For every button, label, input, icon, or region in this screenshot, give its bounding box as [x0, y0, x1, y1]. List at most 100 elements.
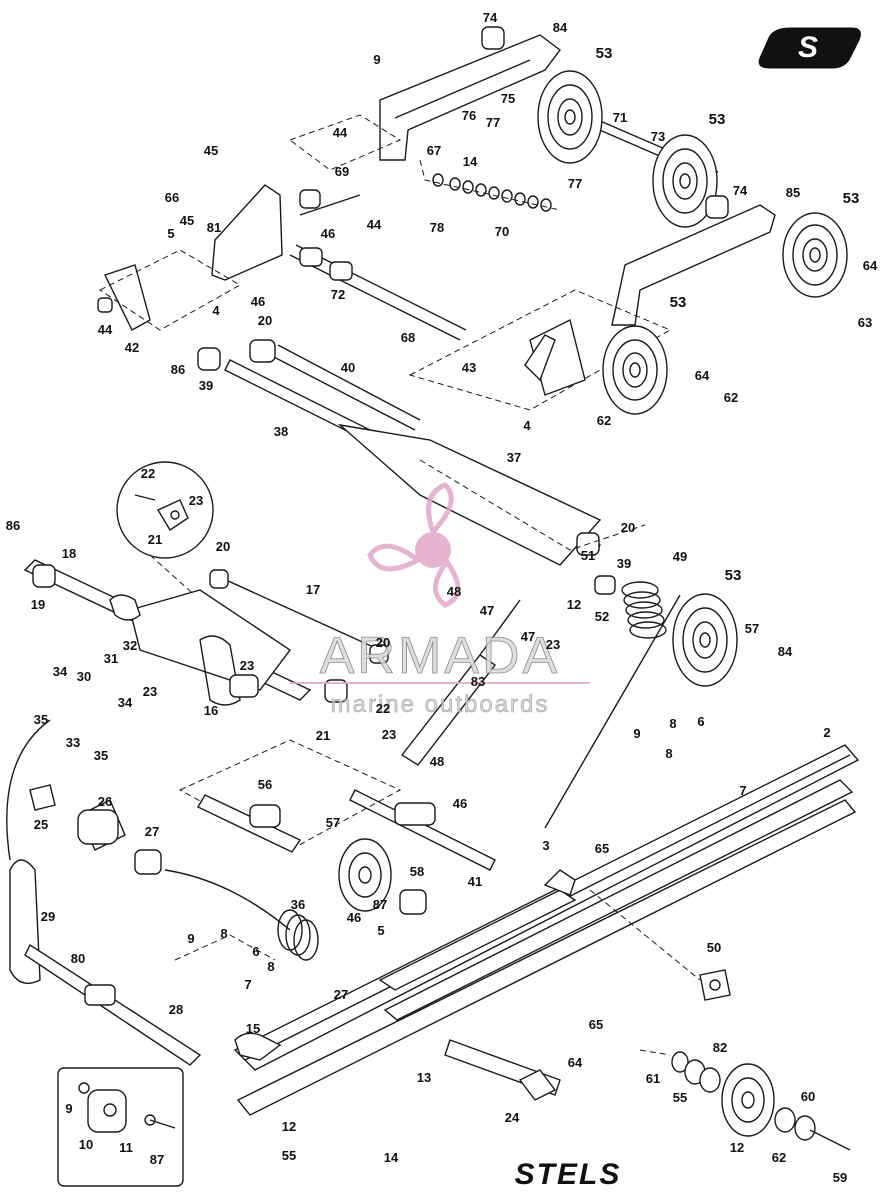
part-callout: 62 — [772, 1150, 786, 1165]
part-callout: 62 — [724, 390, 738, 405]
part-callout: 47 — [521, 629, 535, 644]
part-callout: 14 — [384, 1150, 399, 1165]
part-callout: 46 — [251, 294, 265, 309]
front-arm — [23, 559, 389, 706]
part-callout: 85 — [786, 185, 800, 200]
brand-logo-top: S — [758, 27, 861, 69]
part-callout: 65 — [595, 841, 609, 856]
part-callout: 87 — [150, 1152, 164, 1167]
part-callout: 77 — [486, 115, 500, 130]
part-callout: 3 — [542, 838, 549, 853]
part-callout: 64 — [863, 258, 878, 273]
watermark-logo: ARMADA marine outboards — [290, 482, 590, 718]
part-callout: 22 — [141, 466, 155, 481]
part-callout: 57 — [745, 621, 759, 636]
part-callout: 31 — [104, 651, 118, 666]
left-upper-brackets — [97, 184, 467, 341]
part-callout: 58 — [410, 864, 424, 879]
part-callout: 65 — [589, 1017, 603, 1032]
part-callout: 74 — [483, 10, 498, 25]
part-callout: 66 — [165, 190, 179, 205]
part-callout: 77 — [568, 176, 582, 191]
part-callout: 6 — [697, 714, 704, 729]
part-callout: 6 — [252, 944, 259, 959]
part-callout: 9 — [187, 931, 194, 946]
part-callout: 52 — [595, 609, 609, 624]
part-callout: 37 — [507, 450, 521, 465]
part-callout: 61 — [646, 1071, 660, 1086]
part-callout: 30 — [77, 669, 91, 684]
part-callout: 49 — [673, 549, 687, 564]
part-callout: 50 — [707, 940, 721, 955]
part-callout: 8 — [669, 716, 676, 731]
part-callout: 27 — [334, 987, 348, 1002]
part-callout: 75 — [501, 91, 515, 106]
part-callout: 35 — [34, 712, 48, 727]
part-callout: 26 — [98, 794, 112, 809]
detail-circle-top — [116, 461, 214, 601]
part-callout: 12 — [282, 1119, 296, 1134]
part-callout: 44 — [98, 322, 113, 337]
left-lower-parts — [6, 719, 319, 1066]
part-callout: 46 — [321, 226, 335, 241]
part-callout: 36 — [291, 897, 305, 912]
part-callout: 78 — [430, 220, 444, 235]
upper-rear-arm — [288, 26, 848, 326]
part-callout: 87 — [373, 897, 387, 912]
part-callout: 53 — [709, 111, 726, 128]
part-callout: 71 — [613, 110, 627, 125]
part-callout: 73 — [651, 129, 665, 144]
part-callout: 10 — [79, 1137, 93, 1152]
part-callout: 16 — [204, 703, 218, 718]
part-callout: 8 — [267, 959, 274, 974]
part-callout: 60 — [801, 1089, 815, 1104]
part-callout: 29 — [41, 909, 55, 924]
part-callout: 74 — [733, 183, 748, 198]
part-callout: 20 — [376, 635, 390, 650]
brand-logo-bottom: STELS — [515, 1158, 622, 1191]
part-callout: 7 — [739, 783, 746, 798]
part-callout: 23 — [189, 493, 203, 508]
part-callout: 35 — [94, 748, 108, 763]
part-callout: 62 — [597, 413, 611, 428]
part-callout: 4 — [212, 303, 220, 318]
part-callout: 70 — [495, 224, 509, 239]
part-callout: 59 — [833, 1170, 847, 1185]
part-callout: 19 — [31, 597, 45, 612]
part-callout: 55 — [282, 1148, 296, 1163]
part-callout: 7 — [244, 977, 251, 992]
part-callout: 21 — [316, 728, 330, 743]
part-callout: 8 — [665, 746, 672, 761]
part-callout: 69 — [335, 164, 349, 179]
part-callout: 47 — [480, 603, 494, 618]
part-callout: 2 — [823, 725, 830, 740]
part-callout: 4 — [523, 418, 531, 433]
part-callout: 44 — [333, 125, 348, 140]
part-callout: 12 — [730, 1140, 744, 1155]
part-callout: 20 — [258, 313, 272, 328]
part-callout: 82 — [713, 1040, 727, 1055]
part-callout: 83 — [471, 674, 485, 689]
part-callout: 34 — [118, 695, 133, 710]
part-callout: 57 — [326, 815, 340, 830]
part-callout: 12 — [567, 597, 581, 612]
part-callout: 22 — [376, 701, 390, 716]
part-callout: 38 — [274, 424, 288, 439]
part-callout: 42 — [125, 340, 139, 355]
part-callout: 18 — [62, 546, 76, 561]
part-callout: 86 — [6, 518, 20, 533]
part-callout: 84 — [553, 20, 568, 35]
part-callout: 23 — [382, 727, 396, 742]
part-callout: 14 — [463, 154, 478, 169]
part-callout: 67 — [427, 143, 441, 158]
part-callout: 40 — [341, 360, 355, 375]
part-callout: 17 — [306, 582, 320, 597]
part-callout: 9 — [633, 726, 640, 741]
part-callout: 53 — [670, 294, 687, 311]
part-callout: 41 — [468, 874, 482, 889]
part-callout: 84 — [778, 644, 793, 659]
watermark-subtitle: marine outboards — [331, 691, 550, 718]
lower-wheel-group — [589, 889, 851, 1151]
cross-shafts — [197, 289, 672, 566]
